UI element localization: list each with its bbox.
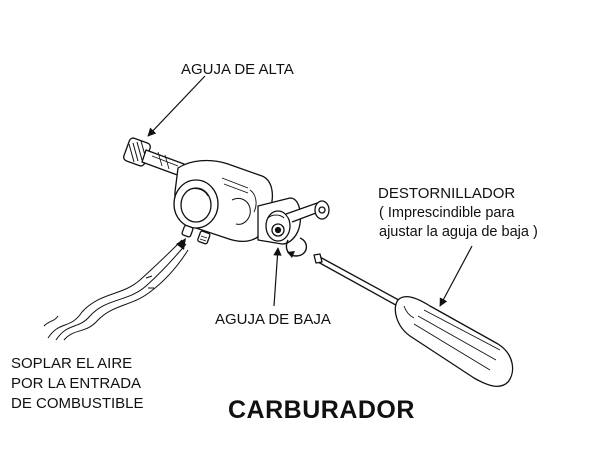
label-soplar-line-1: SOPLAR EL AIRE bbox=[11, 355, 133, 372]
screwdriver-illustration bbox=[313, 253, 514, 388]
screwdriver-handle bbox=[394, 295, 514, 388]
label-destornillador-note-1: ( Imprescindible para bbox=[379, 205, 515, 221]
rotation-arrow bbox=[285, 237, 307, 257]
diagram-title: CARBURADOR bbox=[228, 396, 415, 424]
label-destornillador-note-2: ajustar la aguja de baja ) bbox=[379, 224, 538, 240]
label-destornillador: DESTORNILLADOR bbox=[378, 185, 516, 202]
air-flow-lines bbox=[43, 238, 189, 341]
carburetor-illustration bbox=[123, 137, 330, 258]
low-needle-head bbox=[265, 210, 291, 242]
arrow-aguja-baja bbox=[273, 247, 282, 307]
label-soplar-line-3: DE COMBUSTIBLE bbox=[11, 395, 144, 412]
fuel-inlet bbox=[181, 224, 211, 245]
label-soplar-line-2: POR LA ENTRADA bbox=[11, 375, 142, 392]
screwdriver-shaft bbox=[317, 255, 407, 310]
label-aguja-alta: AGUJA DE ALTA bbox=[181, 61, 294, 78]
venturi-inner bbox=[180, 187, 212, 223]
arrow-aguja-alta bbox=[147, 75, 206, 137]
label-aguja-baja: AGUJA DE BAJA bbox=[215, 311, 331, 328]
arrow-destornillador bbox=[439, 245, 473, 307]
